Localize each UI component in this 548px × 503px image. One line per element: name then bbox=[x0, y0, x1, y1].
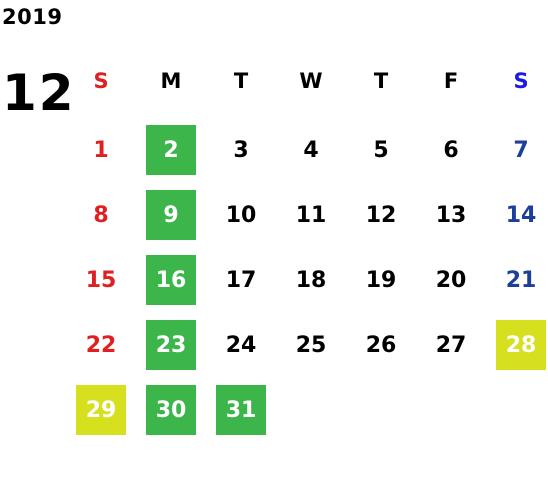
calendar-day[interactable]: 29 bbox=[76, 385, 126, 435]
calendar-day[interactable]: 18 bbox=[295, 267, 327, 293]
weekday-header-wed: W bbox=[299, 69, 323, 93]
calendar-year: 2019 bbox=[2, 5, 63, 29]
calendar-day[interactable]: 28 bbox=[496, 320, 546, 370]
calendar-day[interactable]: 5 bbox=[373, 137, 389, 163]
calendar-day[interactable]: 17 bbox=[225, 267, 257, 293]
calendar-day[interactable]: 3 bbox=[233, 137, 249, 163]
calendar-day[interactable]: 14 bbox=[505, 202, 537, 228]
calendar-day[interactable]: 27 bbox=[435, 332, 467, 358]
calendar-day[interactable]: 25 bbox=[295, 332, 327, 358]
calendar-day[interactable]: 24 bbox=[225, 332, 257, 358]
calendar-day[interactable]: 8 bbox=[93, 202, 109, 228]
calendar-day[interactable]: 10 bbox=[225, 202, 257, 228]
calendar-day[interactable]: 16 bbox=[146, 255, 196, 305]
calendar-day[interactable]: 4 bbox=[303, 137, 319, 163]
calendar-day[interactable]: 7 bbox=[513, 137, 529, 163]
calendar-day[interactable]: 26 bbox=[365, 332, 397, 358]
weekday-header-fri: F bbox=[443, 69, 459, 93]
calendar-day[interactable]: 12 bbox=[365, 202, 397, 228]
calendar-day[interactable]: 15 bbox=[85, 267, 117, 293]
calendar-day[interactable]: 13 bbox=[435, 202, 467, 228]
weekday-header-sun: S bbox=[93, 69, 109, 93]
calendar-day[interactable]: 6 bbox=[443, 137, 459, 163]
calendar-day[interactable]: 9 bbox=[146, 190, 196, 240]
calendar-day[interactable]: 21 bbox=[505, 267, 537, 293]
calendar-day[interactable]: 20 bbox=[435, 267, 467, 293]
calendar-month: 12 bbox=[2, 64, 76, 122]
weekday-header-sat: S bbox=[513, 69, 529, 93]
calendar-day[interactable]: 19 bbox=[365, 267, 397, 293]
calendar-day[interactable]: 30 bbox=[146, 385, 196, 435]
calendar-day[interactable]: 23 bbox=[146, 320, 196, 370]
calendar-day[interactable]: 31 bbox=[216, 385, 266, 435]
weekday-header-thu: T bbox=[373, 69, 389, 93]
weekday-header-tue: T bbox=[233, 69, 249, 93]
calendar-day[interactable]: 22 bbox=[85, 332, 117, 358]
calendar-day[interactable]: 1 bbox=[93, 137, 109, 163]
weekday-header-mon: M bbox=[160, 69, 182, 93]
calendar-day[interactable]: 11 bbox=[295, 202, 327, 228]
calendar-day[interactable]: 2 bbox=[146, 125, 196, 175]
